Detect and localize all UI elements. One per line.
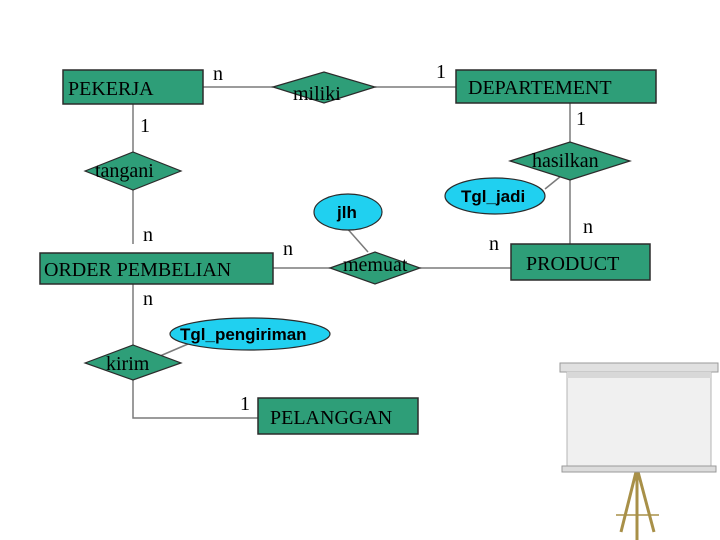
cardinality-product-memuat: n bbox=[489, 233, 499, 255]
entity-label: PRODUCT bbox=[526, 253, 619, 275]
attribute-tgl-pengiriman[interactable]: Tgl_pengiriman bbox=[169, 317, 331, 351]
cardinality-order-kirim: n bbox=[143, 288, 153, 310]
attribute-label: Tgl_pengiriman bbox=[180, 325, 307, 344]
attribute-tgl-jadi[interactable]: Tgl_jadi bbox=[444, 177, 546, 215]
cardinality-pekerja-tangani: 1 bbox=[140, 115, 150, 137]
cardinality-pekerja-miliki: n bbox=[213, 63, 223, 85]
entity-pelanggan[interactable]: PELANGGAN bbox=[257, 397, 419, 435]
relationship-label: miliki bbox=[293, 83, 341, 105]
relationship-kirim[interactable]: kirim bbox=[83, 344, 183, 381]
entity-label: DEPARTEMENT bbox=[468, 77, 612, 99]
attribute-label: jlh bbox=[336, 203, 357, 222]
entity-label: ORDER PEMBELIAN bbox=[44, 259, 231, 281]
relationship-label: hasilkan bbox=[532, 150, 599, 172]
relationship-miliki[interactable]: miliki bbox=[270, 71, 378, 105]
entity-label: PELANGGAN bbox=[270, 407, 392, 429]
cardinality-product-hasilkan: n bbox=[583, 216, 593, 238]
cardinalities: n 1 1 1 n n n n n 1 bbox=[140, 61, 593, 415]
attribute-label: Tgl_jadi bbox=[461, 187, 525, 206]
cardinality-departement-hasilkan: 1 bbox=[576, 108, 586, 130]
cardinality-order-memuat: n bbox=[283, 238, 293, 260]
entity-product[interactable]: PRODUCT bbox=[510, 243, 651, 281]
entity-pekerja[interactable]: PEKERJA bbox=[62, 69, 204, 105]
entity-label: PEKERJA bbox=[68, 78, 154, 100]
relationship-memuat[interactable]: memuat bbox=[328, 251, 422, 285]
relationship-label: tangani bbox=[95, 160, 154, 182]
relationship-hasilkan[interactable]: hasilkan bbox=[508, 141, 632, 181]
relationship-label: memuat bbox=[343, 254, 408, 276]
cardinality-departement-miliki: 1 bbox=[436, 61, 446, 83]
cardinality-pelanggan-kirim: 1 bbox=[240, 393, 250, 415]
projector-screen-icon bbox=[559, 362, 719, 540]
cardinality-order-tangani: n bbox=[143, 224, 153, 246]
relationship-label: kirim bbox=[106, 353, 150, 375]
entity-order-pembelian[interactable]: ORDER PEMBELIAN bbox=[39, 252, 274, 285]
line-kirim-pelanggan bbox=[132, 380, 258, 419]
attribute-jlh[interactable]: jlh bbox=[313, 193, 383, 231]
entity-departement[interactable]: DEPARTEMENT bbox=[455, 69, 657, 104]
relationship-tangani[interactable]: tangani bbox=[83, 151, 183, 191]
